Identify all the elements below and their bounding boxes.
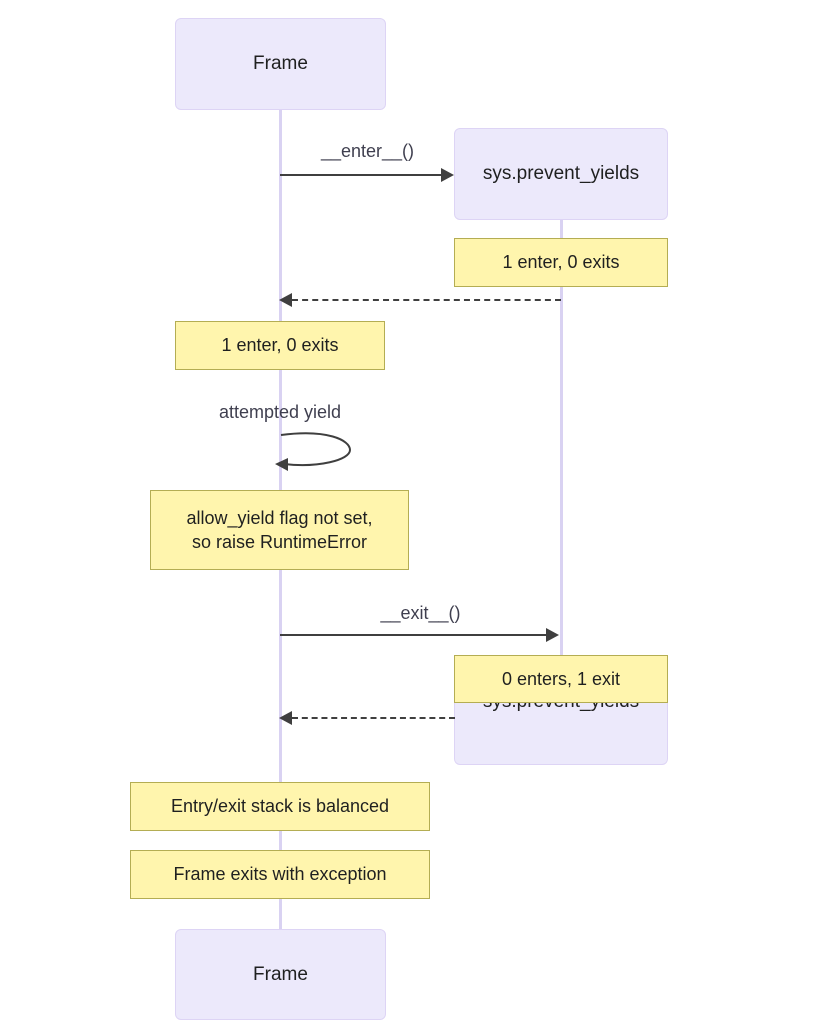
note-frame-stack-balanced: Entry/exit stack is balanced	[130, 782, 430, 831]
arrowhead-exit-icon	[546, 628, 559, 642]
note-frame-runtime-error-line1: allow_yield flag not set,	[186, 507, 373, 528]
lifeline-sys-prevent-yields	[560, 220, 563, 675]
note-frame-enter-count: 1 enter, 0 exits	[175, 321, 385, 370]
self-loop-arrow-attempted-yield	[275, 432, 352, 471]
message-label-exit: __exit__()	[380, 603, 461, 623]
actor-top-sys-prevent-yields-label: sys.prevent_yields	[482, 163, 640, 184]
message-arrow-return-exit	[292, 717, 455, 719]
note-frame-runtime-error: allow_yield flag not set, so raise Runti…	[150, 490, 409, 570]
note-frame-runtime-error-line2: so raise RuntimeError	[191, 532, 368, 552]
note-frame-exits-exception: Frame exits with exception	[130, 850, 430, 899]
actor-top-frame-label: Frame	[253, 53, 308, 74]
message-label-attempted-yield: attempted yield	[218, 402, 342, 422]
note-sys-enter-count: 1 enter, 0 exits	[454, 238, 668, 287]
actor-bottom-frame-label: Frame	[253, 963, 308, 985]
note-sys-exit-count: 0 enters, 1 exit	[454, 655, 668, 703]
message-arrow-return-enter	[292, 299, 561, 301]
arrowhead-enter-icon	[441, 168, 454, 182]
arrowhead-return-exit-icon	[279, 711, 292, 725]
actor-top-sys-prevent-yields[interactable]: sys.prevent_yields	[454, 128, 668, 220]
actor-bottom-frame[interactable]: Frame	[175, 929, 386, 1020]
message-label-enter: __enter__()	[320, 141, 415, 161]
message-arrow-enter	[280, 174, 443, 176]
arrowhead-return-enter-icon	[279, 293, 292, 307]
message-arrow-exit	[280, 634, 548, 636]
actor-top-frame[interactable]: Frame	[175, 18, 386, 110]
